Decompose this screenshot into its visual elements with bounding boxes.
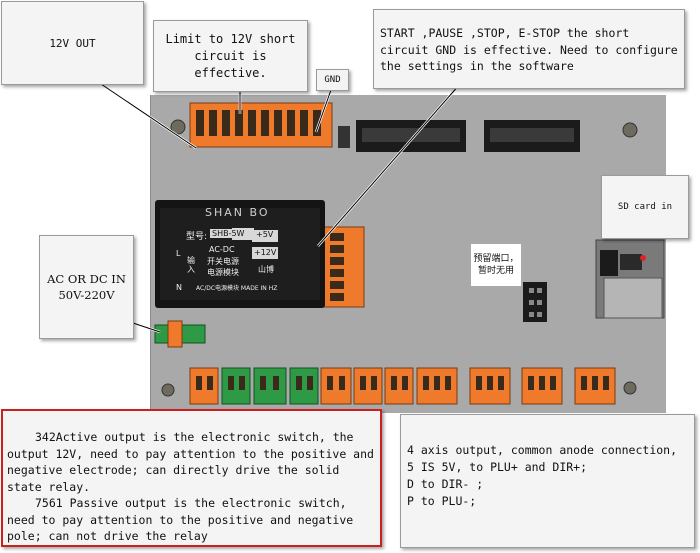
screw-top-right [622, 122, 638, 138]
reserved-port-note: 预留端口，暂时无用 [471, 244, 521, 286]
ac-input-terminal [154, 320, 206, 348]
sd-card-slot [595, 239, 665, 319]
callout-start-stop-text: START ,PAUSE ,STOP, E-STOP the short cir… [380, 26, 678, 73]
callout-ac-dc-in-text: AC OR DC IN 50V-220V [47, 272, 126, 302]
callout-gnd-text: GND [324, 75, 341, 85]
side-terminal-block [321, 226, 365, 308]
passive-output-text: 7561 Passive output is the electronic sw… [7, 496, 354, 543]
callout-gnd: GND [316, 69, 349, 91]
callout-start-stop: START ,PAUSE ,STOP, E-STOP the short cir… [373, 9, 685, 89]
screw-top-left [170, 119, 186, 135]
module-12v-label: +12V [254, 248, 277, 257]
screw-bottom-left [161, 383, 175, 397]
axis-line-4: P to PLU-; [407, 494, 477, 508]
axis-line-2: 5 IS 5V, to PLU+ and DIR+; [407, 460, 588, 474]
callout-ac-dc-in: AC OR DC IN 50V-220V [39, 235, 134, 339]
reserved-header [523, 282, 547, 322]
callout-limit-12v-text: Limit to 12V short circuit is effective. [165, 31, 296, 80]
module-5v-label: +5V [256, 230, 274, 239]
callout-limit-12v: Limit to 12V short circuit is effective. [153, 20, 308, 92]
module-model-value: SHB-5W [210, 229, 247, 238]
callout-12v-out-text: 12V OUT [49, 36, 96, 50]
callout-axis-output: 4 axis output, common anode connection, … [400, 414, 695, 548]
module-power-label: 电源模块 [207, 268, 239, 277]
active-output-text: 342Active output is the electronic switc… [7, 430, 374, 494]
module-logo: 山博 [258, 265, 274, 274]
idc-connector-left [356, 120, 466, 152]
module-brand: SHAN BO [205, 206, 270, 219]
axis-line-3: D to DIR- ; [407, 477, 484, 491]
module-switch-label: 开关电源 [207, 257, 239, 266]
module-acdc-label: AC-DC [209, 245, 235, 254]
callout-12v-out: 12V OUT [1, 1, 144, 85]
module-model-label: 型号: [186, 232, 208, 242]
callout-outputs: 342Active output is the electronic switc… [1, 409, 382, 547]
module-input-label: 输入 [187, 256, 195, 274]
axis-line-1: 4 axis output, common anode connection, [407, 443, 678, 457]
module-pin-n: N [176, 283, 182, 292]
callout-sd-card: SD card in [601, 175, 689, 239]
module-pin-l: L [176, 249, 181, 258]
bottom-terminal-row [189, 367, 616, 405]
top-terminal-block [189, 102, 333, 148]
screw-bottom-right [623, 381, 637, 395]
power-module [155, 200, 325, 308]
module-made-label: AC/DC电源模块 MADE IN HZ [196, 285, 278, 292]
callout-sd-card-text: SD card in [617, 202, 673, 212]
idc-connector-right [484, 120, 580, 152]
